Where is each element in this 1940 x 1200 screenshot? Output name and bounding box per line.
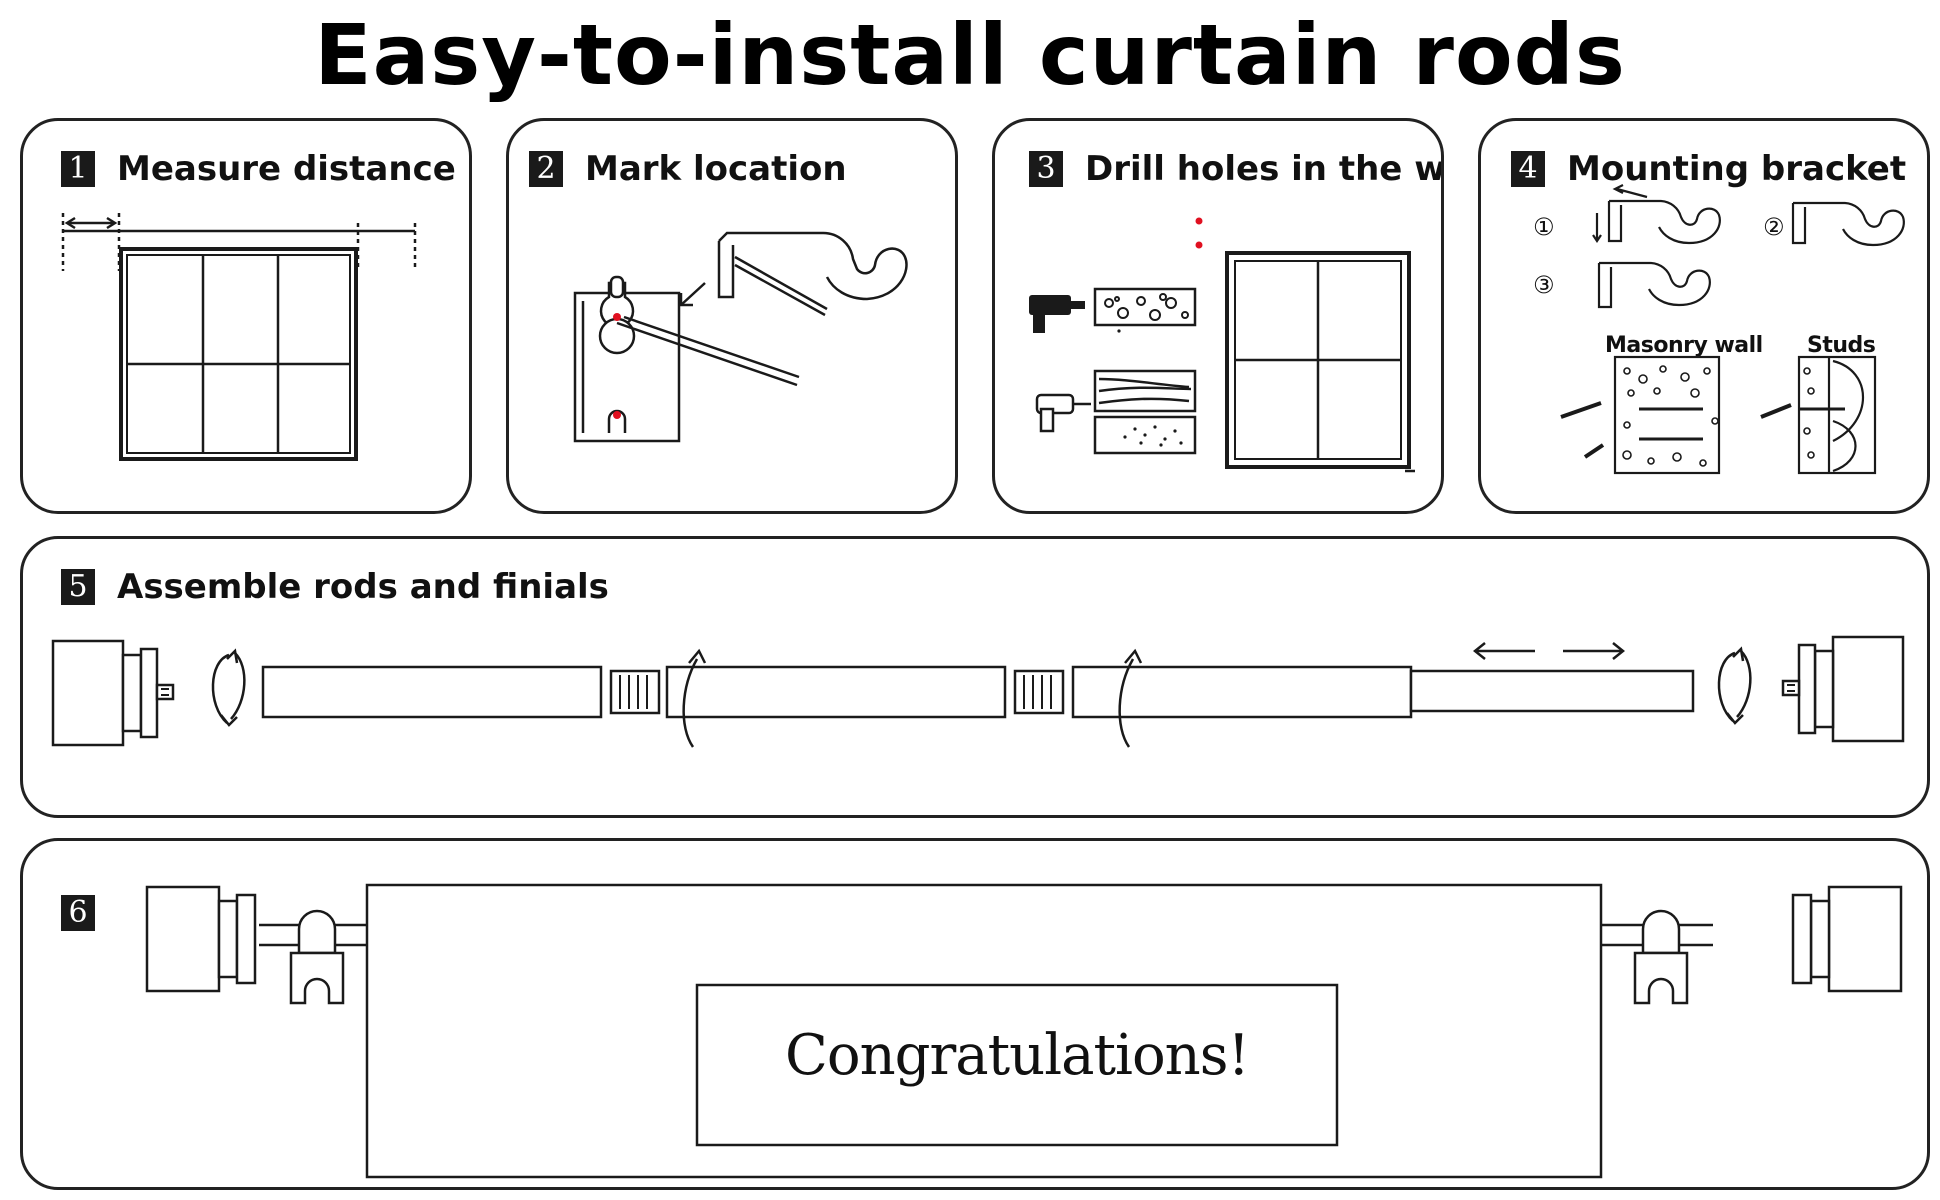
masonry-wall-label: Masonry wall: [1605, 333, 1763, 358]
page-title: Easy-to-install curtain rods: [314, 6, 1626, 104]
drill-holes-illustration: [1029, 217, 1415, 473]
step-number: 2: [529, 151, 563, 187]
step-label: Mounting bracket: [1567, 149, 1907, 189]
finished-curtain-illustration: [145, 883, 1903, 1179]
substep-1-label: ①: [1533, 213, 1555, 241]
substep-3-label: ③: [1533, 271, 1555, 299]
step-6-panel: 6 Congratulations!: [20, 838, 1930, 1190]
step-5-header: 5 Assemble rods and finials: [61, 567, 609, 607]
mounting-bracket-illustration: [1560, 184, 1905, 475]
measure-window-illustration: [61, 213, 417, 461]
step-2-header: 2 Mark location: [529, 149, 847, 189]
step-number: 5: [61, 569, 95, 605]
step-number: 3: [1029, 151, 1063, 187]
step-label: Assemble rods and finials: [117, 567, 609, 607]
congratulations-message: Congratulations!: [785, 1023, 1250, 1088]
studs-label: Studs: [1807, 333, 1876, 358]
mark-location-illustration: [573, 231, 908, 443]
step-1-header: 1 Measure distance: [61, 149, 456, 189]
step-label: Drill holes in the wall: [1085, 149, 1444, 189]
step-3-header: 3 Drill holes in the wall: [1029, 149, 1444, 189]
step-2-panel: 2 Mark location: [506, 118, 958, 514]
step-4-panel: 4 Mounting bracket ① ② ③ Masonry wall St…: [1478, 118, 1930, 514]
substep-2-label: ②: [1763, 213, 1785, 241]
step-number: 4: [1511, 151, 1545, 187]
step-number: 6: [61, 895, 95, 931]
step-1-panel: 1 Measure distance: [20, 118, 472, 514]
step-number: 1: [61, 151, 95, 187]
step-label: Mark location: [585, 149, 847, 189]
step-5-panel: 5 Assemble rods and finials ......: [20, 536, 1930, 818]
step-3-panel: 3 Drill holes in the wall: [992, 118, 1444, 514]
step-6-header: 6: [61, 895, 117, 931]
step-label: Measure distance: [117, 149, 456, 189]
step-4-header: 4 Mounting bracket: [1511, 149, 1906, 189]
rod-assembly-illustration: [51, 635, 1905, 748]
